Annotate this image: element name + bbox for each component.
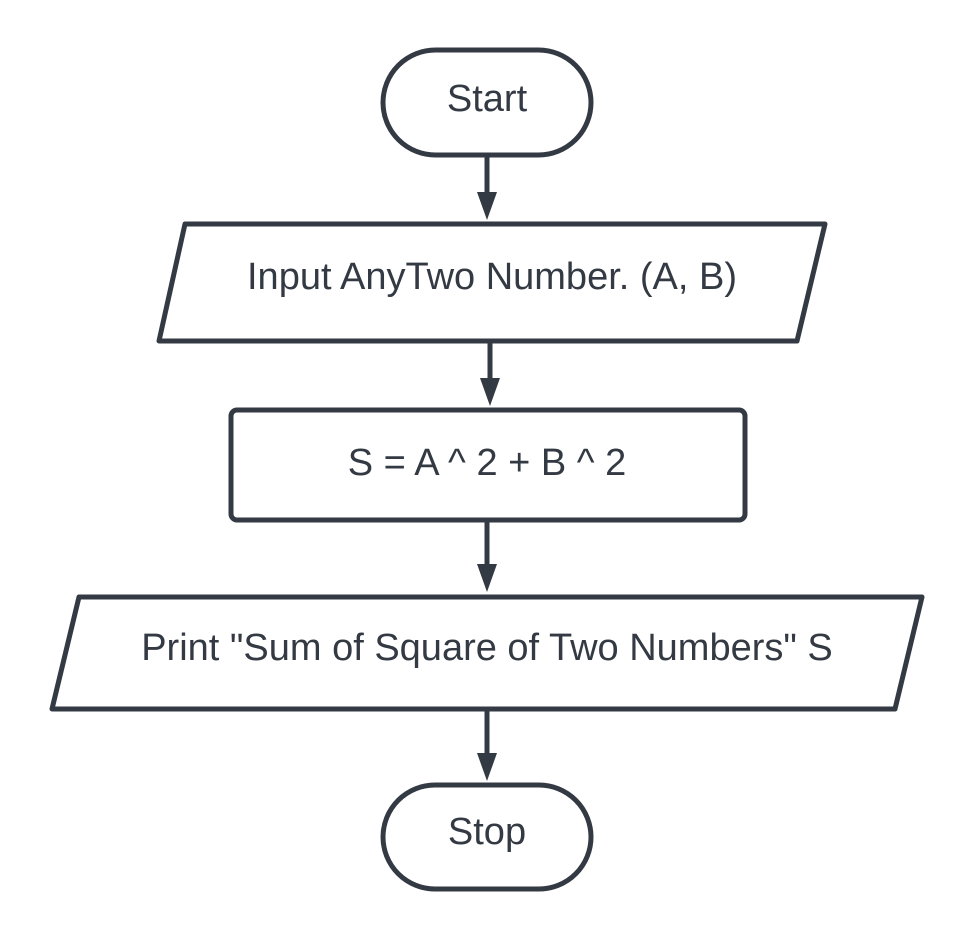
connector-start-to-input <box>477 155 497 220</box>
input-node: Input AnyTwo Number. (A, B) <box>156 221 828 344</box>
arrowhead-icon <box>477 753 497 781</box>
start-label: Start <box>447 78 528 120</box>
output-label: Print "Sum of Square of Two Numbers" S <box>141 627 833 669</box>
output-node: Print "Sum of Square of Two Numbers" S <box>49 594 925 712</box>
connector-process-to-output <box>477 521 497 592</box>
arrowhead-icon <box>477 564 497 592</box>
start-node: Start <box>380 47 594 158</box>
arrowhead-icon <box>480 378 500 406</box>
arrowhead-icon <box>477 192 497 220</box>
process-node: S = A ^ 2 + B ^ 2 <box>228 407 748 523</box>
connector-output-to-stop <box>477 710 497 781</box>
input-label: Input AnyTwo Number. (A, B) <box>247 256 737 298</box>
stop-node: Stop <box>380 782 594 892</box>
connectors <box>477 155 500 781</box>
stop-label: Stop <box>448 811 526 853</box>
connector-input-to-process <box>480 342 500 406</box>
process-label: S = A ^ 2 + B ^ 2 <box>348 442 627 484</box>
